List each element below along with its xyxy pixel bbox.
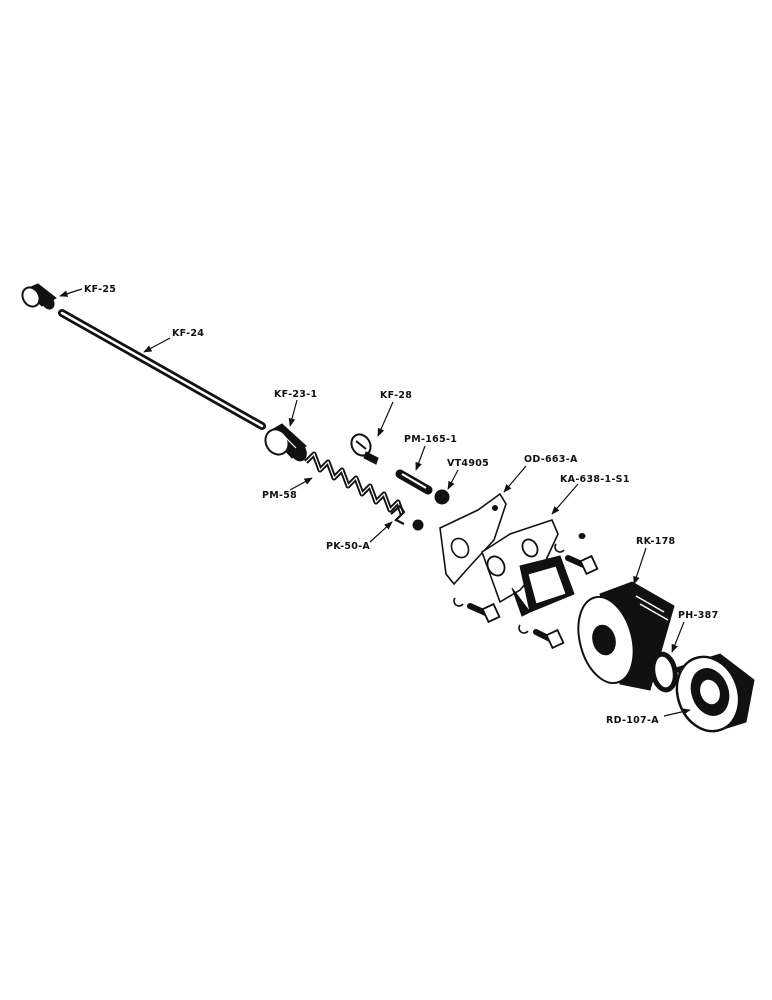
part-od-663-a-gasket	[439, 492, 507, 586]
label-rk-178: RK-178	[636, 536, 676, 547]
label-ka-638-1-s1: KA-638-1-S1	[560, 474, 630, 485]
part-pm-165-1-pin	[395, 469, 433, 495]
part-kf-24-rod	[58, 309, 266, 430]
part-small-pin	[578, 533, 586, 539]
label-pk-50-a: PK-50-A	[326, 541, 370, 552]
leader-kf-23-1	[288, 399, 298, 427]
label-ph-387: PH-387	[678, 610, 719, 621]
label-vt4905: VT4905	[447, 458, 489, 469]
part-vt4905-ball	[434, 489, 450, 505]
part-pk-50-a-clip	[390, 504, 424, 531]
label-pm-58: PM-58	[262, 490, 297, 501]
leader-ph-387	[671, 621, 685, 653]
part-ph-387-ring	[650, 651, 678, 693]
label-od-663-a: OD-663-A	[524, 454, 578, 465]
label-rd-107-a: RD-107-A	[606, 715, 659, 726]
leader-od-663-a	[503, 465, 527, 493]
leader-rk-178	[633, 547, 647, 585]
leader-pm-165-1	[415, 445, 426, 471]
part-kf-25	[21, 283, 57, 310]
label-kf-24: KF-24	[172, 328, 204, 339]
leader-rd-107-a	[663, 708, 691, 717]
part-ka-638-1-s1-body	[481, 519, 575, 617]
part-kf-23-1	[264, 423, 307, 462]
leader-ka-638-1-s1	[551, 483, 579, 515]
leader-kf-25	[59, 288, 83, 297]
label-kf-23-1: KF-23-1	[274, 389, 317, 400]
part-cap-screws	[467, 554, 599, 650]
part-lock-washers	[453, 543, 565, 634]
part-kf-28-screw	[350, 433, 379, 465]
part-pm-58-spring	[304, 451, 405, 515]
leader-kf-24	[143, 337, 171, 353]
label-pm-165-1: PM-165-1	[404, 434, 457, 445]
leader-kf-28	[377, 401, 394, 437]
label-kf-28: KF-28	[380, 390, 412, 401]
leader-pk-50-a	[369, 521, 393, 543]
label-kf-25: KF-25	[84, 284, 116, 295]
leader-pm-58	[289, 477, 313, 491]
leader-vt4905	[447, 469, 459, 490]
part-rd-107-a-cover	[675, 653, 755, 733]
